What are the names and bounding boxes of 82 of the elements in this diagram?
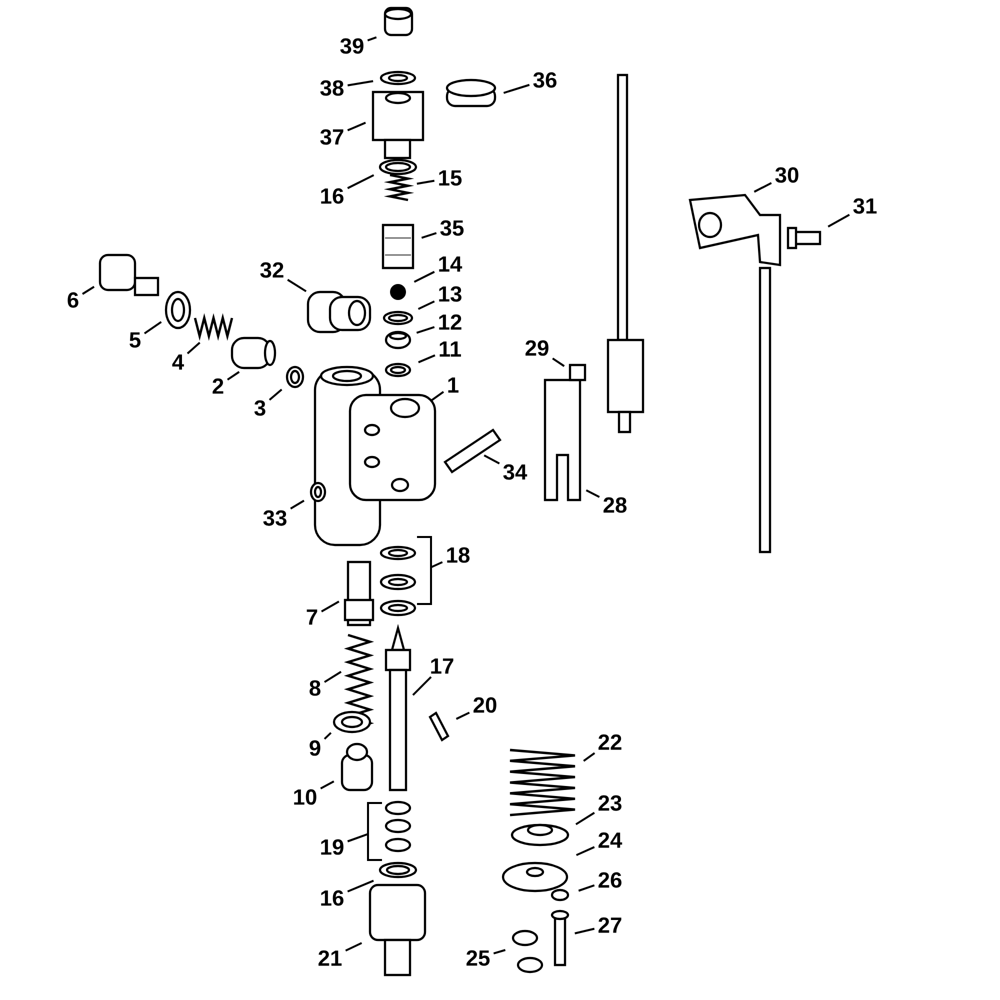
callout-number: 18	[447, 547, 470, 563]
callout-number: 16	[321, 890, 344, 906]
bracket	[367, 802, 382, 862]
leader-line	[345, 942, 362, 952]
callout-number: 29	[526, 340, 548, 356]
callout-number: 21	[318, 950, 342, 966]
leader-line	[324, 670, 342, 683]
callout-number: 8	[310, 680, 320, 696]
callout-number: 34	[503, 464, 528, 480]
leader-line	[754, 182, 772, 193]
leader-line	[586, 489, 600, 498]
leader-line	[412, 676, 432, 696]
leader-line	[430, 390, 444, 402]
callout-number: 27	[598, 917, 622, 933]
leader-line	[503, 84, 530, 94]
callout-number: 38	[320, 80, 344, 96]
callout-number: 17	[431, 658, 454, 674]
leader-line	[828, 214, 850, 228]
leader-line	[418, 354, 436, 364]
callout-number: 24	[598, 832, 622, 848]
callout-number: 16	[321, 188, 344, 204]
callout-number: 32	[260, 262, 284, 278]
callout-number: 6	[68, 292, 78, 308]
callout-number: 12	[439, 314, 462, 330]
leader-line	[578, 884, 595, 892]
leader-line	[414, 270, 435, 283]
callout-number: 14	[439, 256, 462, 272]
leader-line	[320, 780, 334, 790]
callout-number: 11	[440, 341, 461, 357]
leader-line	[416, 180, 435, 185]
callout-number: 2	[212, 378, 224, 394]
callout-number: 1	[448, 377, 458, 393]
callout-number: 9	[310, 740, 320, 756]
callout-number: 10	[294, 789, 316, 805]
leader-line	[421, 232, 437, 239]
leader-line	[226, 371, 240, 380]
callout-number: 22	[598, 734, 622, 750]
callout-number: 20	[474, 697, 496, 713]
leader-line	[347, 880, 374, 892]
leader-line	[321, 600, 340, 612]
leader-line	[347, 80, 374, 86]
leader-line	[287, 278, 307, 292]
leader-line	[416, 326, 435, 334]
leader-line	[552, 358, 565, 367]
callout-number: 25	[466, 950, 490, 966]
leader-line	[418, 300, 435, 310]
leader-line	[347, 122, 366, 132]
leader-line	[290, 500, 305, 510]
callout-number: 31	[853, 198, 877, 214]
callout-number: 23	[598, 795, 622, 811]
leader-line	[431, 561, 443, 568]
leader-line	[583, 752, 596, 762]
leader-line	[575, 812, 595, 826]
leader-line	[347, 174, 374, 190]
leader-line	[186, 342, 200, 354]
leader-line	[456, 712, 470, 720]
callout-number: 26	[598, 872, 622, 888]
callout-number: 30	[775, 167, 798, 183]
callout-number: 19	[321, 839, 344, 855]
callout-number: 13	[439, 286, 462, 302]
leader-line	[324, 732, 332, 740]
callout-number: 39	[340, 38, 364, 54]
callout-number: 36	[533, 72, 556, 88]
leader-line	[493, 949, 506, 954]
callout-number: 4	[172, 354, 184, 370]
leader-line	[347, 833, 368, 842]
callout-number: 5	[130, 332, 140, 348]
leader-line	[268, 388, 282, 401]
leader-line	[367, 36, 377, 42]
leader-line	[82, 286, 95, 295]
bracket	[417, 536, 432, 605]
callout-number: 3	[254, 400, 266, 416]
callout-number: 35	[440, 220, 464, 236]
callout-number: 7	[306, 609, 318, 625]
leader-line	[576, 846, 595, 856]
callout-number: 15	[439, 170, 462, 186]
callout-number: 37	[320, 129, 344, 145]
callout-number: 28	[604, 497, 627, 513]
leader-line	[574, 928, 595, 934]
callout-number: 33	[263, 510, 286, 526]
leader-line	[484, 454, 500, 464]
leader-line	[144, 321, 162, 334]
